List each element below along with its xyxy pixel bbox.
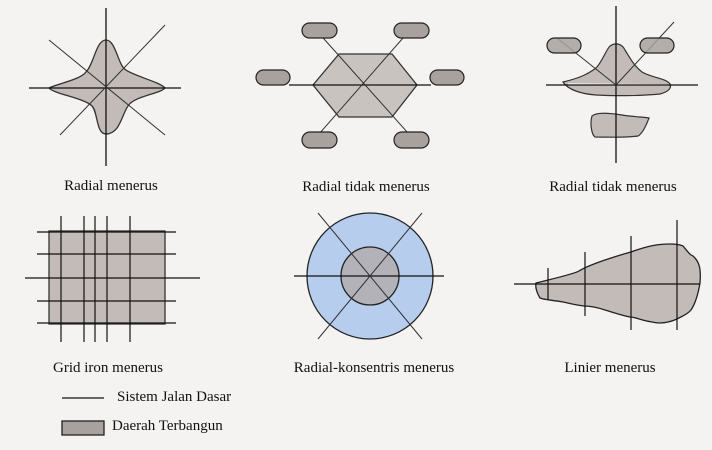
panel-grid-iron-menerus	[25, 216, 200, 342]
caption-radial-menerus: Radial menerus	[64, 178, 158, 194]
road-diagonal-2	[59, 24, 166, 136]
caption-grid-iron-menerus: Grid iron menerus	[53, 360, 163, 376]
road-diagonal-2	[317, 212, 423, 340]
road-diagonal-2	[311, 29, 411, 143]
satellite-area-right	[639, 37, 675, 54]
caption-radial-tidak-menerus-2: Radial tidak menerus	[549, 179, 677, 195]
caption-linier-menerus: Linier menerus	[564, 360, 656, 376]
road-diagonal-1	[48, 39, 166, 136]
satellite-area-left	[546, 37, 582, 54]
swatch-icon	[61, 420, 105, 436]
satellite-area-bottom-left	[301, 131, 338, 149]
satellite-area-right	[429, 69, 465, 86]
legend-label-road: Sistem Jalan Dasar	[117, 389, 232, 405]
road-diagonal-1	[315, 29, 417, 143]
satellite-area-top-right	[393, 22, 430, 39]
satellite-area-left	[255, 69, 291, 86]
road-diagonal-2	[615, 21, 675, 86]
built-area-main	[562, 43, 672, 97]
legend-label-built: Daerah Terbangun	[112, 418, 223, 434]
legend	[61, 397, 105, 436]
caption-radial-konsentris-menerus: Radial-konsentris menerus	[293, 360, 455, 376]
panel-radial-konsentris-menerus	[294, 212, 444, 340]
panel-radial-tidak-menerus-1	[255, 22, 465, 149]
panel-radial-tidak-menerus-2	[546, 6, 698, 163]
panel-radial-menerus	[29, 8, 181, 166]
caption-radial-tidak-menerus-1: Radial tidak menerus	[302, 179, 430, 195]
panel-linier-menerus	[514, 220, 701, 330]
built-area-south	[590, 112, 650, 138]
satellite-area-bottom-right	[393, 131, 430, 149]
satellite-area-top-left	[301, 22, 338, 39]
